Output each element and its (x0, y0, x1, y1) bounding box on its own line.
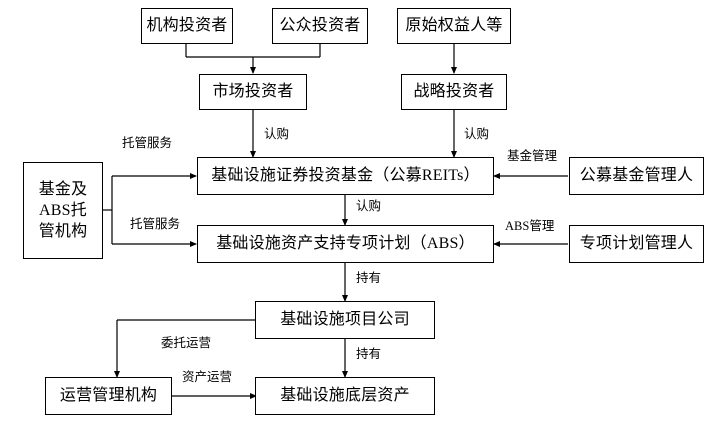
node-label-line-2: ABS托 (39, 201, 87, 219)
edge-label-text: 基金管理 (507, 149, 558, 163)
node-label: 基础设施项目公司 (280, 310, 410, 328)
node-abs-plan-manager[interactable]: 专项计划管理人 (569, 225, 704, 263)
node-project-company[interactable]: 基础设施项目公司 (255, 301, 435, 339)
edge-label-text: 认购 (264, 127, 290, 141)
edge-label-text: 托管服务 (130, 217, 181, 231)
node-label: 基础设施证券投资基金（公募REITs） (211, 166, 480, 184)
node-institutional-investors[interactable]: 机构投资者 (141, 8, 233, 44)
edge-label-text: 持有 (356, 347, 382, 361)
node-label: 战略投资者 (413, 82, 495, 100)
node-original-owner[interactable]: 原始权益人等 (397, 8, 511, 44)
edge-label-fund-management: 基金管理 (507, 149, 558, 164)
edge-label-subscribe-abs: 认购 (356, 199, 382, 214)
edge-label-text: ABS管理 (505, 219, 555, 233)
node-label-line-3: 管机构 (38, 223, 88, 241)
node-strategic-investors[interactable]: 战略投资者 (401, 74, 507, 110)
edge-label-text: 托管服务 (122, 136, 173, 150)
edge-label-text: 认购 (356, 199, 382, 213)
node-label: 专项计划管理人 (579, 234, 694, 252)
node-abs-plan[interactable]: 基础设施资产支持专项计划（ABS） (197, 225, 494, 263)
node-label: 基础设施资产支持专项计划（ABS） (216, 234, 475, 252)
node-label: 市场投资者 (212, 82, 294, 100)
edge-label-subscribe-market: 认购 (264, 127, 290, 142)
edge-label-asset-operation: 资产运营 (182, 370, 233, 385)
node-public-investors[interactable]: 公众投资者 (272, 8, 368, 44)
node-custodian-institution[interactable]: 基金及 ABS托 管机构 (23, 162, 103, 259)
node-operation-manager[interactable]: 运营管理机构 (45, 377, 172, 415)
edge-label-text: 资产运营 (182, 370, 233, 384)
edge-label-subscribe-strategic: 认购 (464, 127, 490, 142)
node-label: 基础设施底层资产 (280, 386, 410, 404)
edge-label-text: 委托运营 (161, 336, 212, 350)
edge-label-text: 持有 (356, 271, 382, 285)
node-label: 机构投资者 (146, 16, 228, 34)
edge-label-custody-service-abs: 托管服务 (130, 217, 181, 232)
node-label: 运营管理机构 (59, 386, 158, 404)
node-label: 公众投资者 (279, 16, 361, 34)
edge-label-custody-service-fund: 托管服务 (122, 136, 173, 151)
edge-label-text: 认购 (464, 127, 490, 141)
node-label: 原始权益人等 (405, 16, 503, 34)
edge-label-abs-management: ABS管理 (505, 219, 555, 234)
edge-label-hold-assets: 持有 (356, 347, 382, 362)
node-market-investors[interactable]: 市场投资者 (199, 74, 307, 110)
node-underlying-assets[interactable]: 基础设施底层资产 (255, 377, 435, 415)
node-label: 公募基金管理人 (579, 166, 694, 184)
edge-label-hold-project: 持有 (356, 271, 382, 286)
edge-label-entrusted-operation: 委托运营 (161, 336, 212, 351)
node-public-fund-manager[interactable]: 公募基金管理人 (569, 157, 704, 195)
node-label-line-1: 基金及 (38, 180, 88, 198)
node-reits-fund[interactable]: 基础设施证券投资基金（公募REITs） (197, 157, 494, 195)
